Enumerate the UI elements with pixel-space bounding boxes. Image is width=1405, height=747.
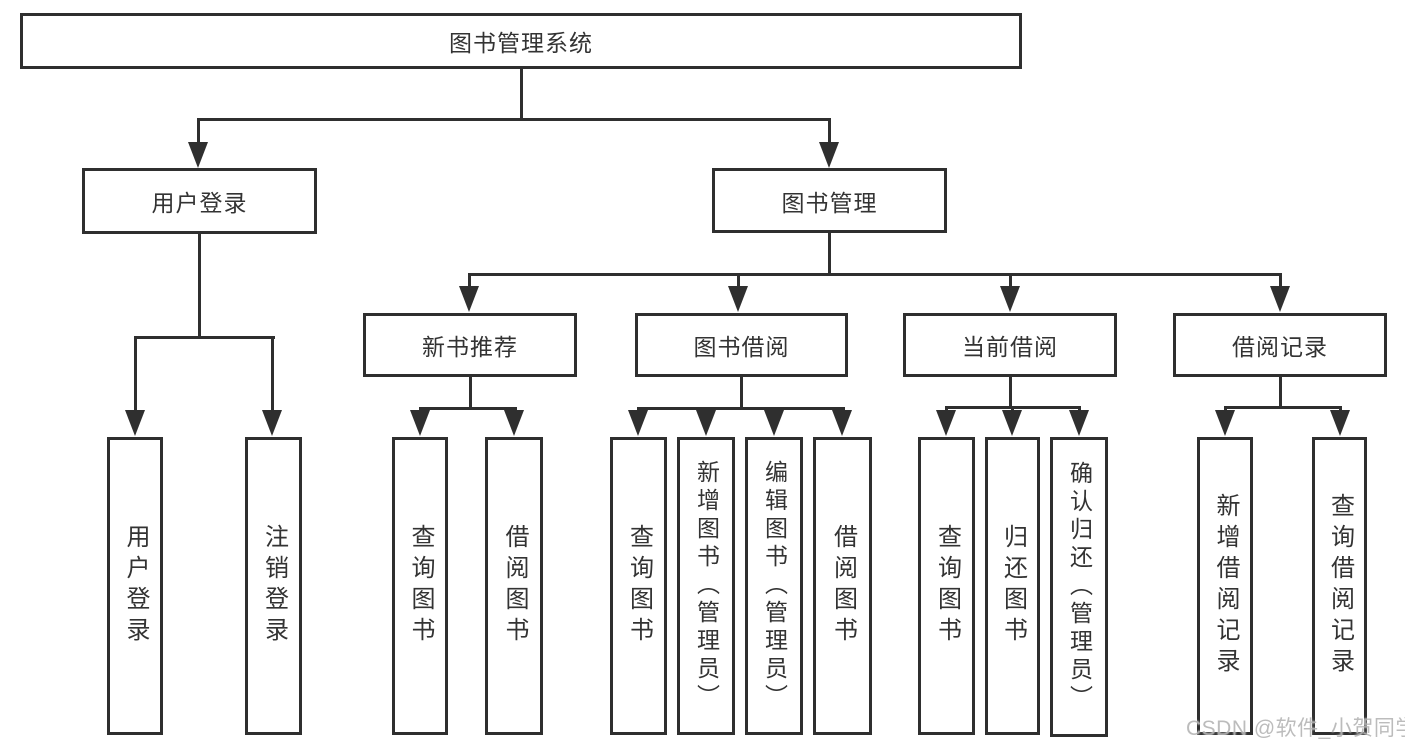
- leaf-label: 确认归还（管理员）: [1066, 461, 1093, 713]
- connector-line: [1009, 377, 1012, 406]
- connector-line: [197, 118, 200, 146]
- node-book-management: 图书管理: [712, 168, 947, 233]
- leaf-label: 查询图书: [625, 524, 653, 648]
- connector-line: [468, 273, 1282, 276]
- arrow-down-icon: [696, 410, 716, 436]
- connector-line: [520, 69, 523, 118]
- leaf-return-books: 归还图书: [985, 437, 1040, 735]
- arrow-down-icon: [628, 410, 648, 436]
- arrow-down-icon: [1330, 410, 1350, 436]
- connector-line: [1224, 406, 1342, 409]
- node-new-book-recommendation: 新书推荐: [363, 313, 577, 377]
- leaf-label: 归还图书: [999, 524, 1027, 648]
- arrow-down-icon: [125, 410, 145, 436]
- connector-line: [1279, 377, 1282, 406]
- arrow-down-icon: [728, 286, 748, 312]
- node-book-borrowing: 图书借阅: [635, 313, 848, 377]
- node-user-login: 用户登录: [82, 168, 317, 234]
- leaf-borrow-books-recommend: 借阅图书: [485, 437, 543, 735]
- connector-line: [637, 407, 845, 410]
- leaf-edit-books-admin: 编辑图书（管理员）: [745, 437, 803, 735]
- arrow-down-icon: [504, 410, 524, 436]
- arrow-down-icon: [832, 410, 852, 436]
- node-current-borrowing: 当前借阅: [903, 313, 1117, 377]
- node-label: 当前借阅: [962, 334, 1058, 360]
- leaf-label: 新增借阅记录: [1212, 493, 1239, 679]
- connector-line: [828, 233, 831, 273]
- connector-line: [1011, 406, 1014, 413]
- node-label: 用户登录: [151, 190, 248, 216]
- arrow-down-icon: [188, 142, 208, 168]
- leaf-query-books-current: 查询图书: [918, 437, 975, 735]
- connector-line: [1009, 273, 1012, 288]
- leaf-query-borrow-record: 查询借阅记录: [1312, 437, 1367, 735]
- connector-line: [134, 336, 137, 412]
- arrow-down-icon: [764, 410, 784, 436]
- node-label: 新书推荐: [422, 334, 518, 360]
- csdn-watermark: CSDN @软件_小贺同学: [1186, 717, 1405, 740]
- node-label: 图书管理系统: [449, 30, 593, 56]
- connector-line: [271, 336, 274, 412]
- arrow-down-icon: [1215, 410, 1235, 436]
- node-label: 借阅记录: [1232, 334, 1328, 360]
- node-borrowing-records: 借阅记录: [1173, 313, 1387, 377]
- arrow-down-icon: [1002, 410, 1022, 436]
- connector-line: [737, 273, 740, 288]
- leaf-confirm-return-admin: 确认归还（管理员）: [1050, 437, 1108, 737]
- node-label: 图书管理: [781, 189, 878, 216]
- connector-line: [945, 406, 948, 413]
- arrow-down-icon: [1000, 286, 1020, 312]
- leaf-label: 注销登录: [260, 524, 288, 648]
- leaf-user-login: 用户登录: [107, 437, 163, 735]
- connector-line: [1279, 273, 1282, 288]
- connector-line: [1339, 406, 1342, 413]
- connector-line: [1224, 406, 1227, 413]
- connector-line: [469, 377, 472, 407]
- leaf-borrow-books-borrowing: 借阅图书: [813, 437, 872, 735]
- connector-line: [419, 407, 517, 410]
- arrow-down-icon: [819, 142, 839, 168]
- leaf-query-books-borrowing: 查询图书: [610, 437, 667, 735]
- connector-line: [198, 233, 201, 336]
- arrow-down-icon: [459, 286, 479, 312]
- arrow-down-icon: [1069, 410, 1089, 436]
- connector-line: [740, 377, 743, 407]
- node-label: 图书借阅: [693, 334, 790, 360]
- arrow-down-icon: [936, 410, 956, 436]
- leaf-query-books-recommend: 查询图书: [392, 437, 448, 735]
- leaf-label: 查询图书: [933, 524, 961, 648]
- connector-line: [134, 336, 275, 339]
- connector-line: [468, 273, 471, 288]
- leaf-label: 新增图书（管理员）: [693, 460, 720, 712]
- leaf-label: 借阅图书: [501, 524, 528, 648]
- leaf-label: 查询借阅记录: [1326, 493, 1354, 679]
- connector-line: [1078, 406, 1081, 413]
- arrow-down-icon: [262, 410, 282, 436]
- arrow-down-icon: [1270, 286, 1290, 312]
- leaf-add-borrow-record: 新增借阅记录: [1197, 437, 1253, 735]
- leaf-label: 查询图书: [407, 524, 434, 648]
- leaf-logout-login: 注销登录: [245, 437, 302, 735]
- leaf-label: 借阅图书: [829, 524, 857, 648]
- leaf-label: 编辑图书（管理员）: [761, 460, 788, 712]
- arrow-down-icon: [410, 410, 430, 436]
- connector-line: [197, 118, 831, 121]
- leaf-label: 用户登录: [122, 524, 149, 648]
- node-library-management-system: 图书管理系统: [20, 13, 1022, 69]
- connector-line: [828, 118, 831, 146]
- leaf-add-books-admin: 新增图书（管理员）: [677, 437, 735, 735]
